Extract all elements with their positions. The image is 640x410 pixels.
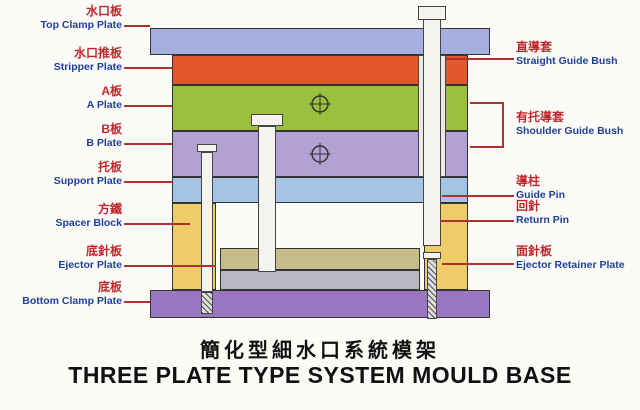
label-top-clamp-plate: 水口板 Top Clamp Plate <box>2 4 122 32</box>
support-plate-shape <box>172 177 468 203</box>
label-cn: 底板 <box>97 280 122 294</box>
label-shoulder-guide-bush: 有托導套 Shoulder Guide Bush <box>516 110 638 138</box>
label-en: A Plate <box>86 99 122 111</box>
label-stripper-plate: 水口推板 Stripper Plate <box>2 46 122 74</box>
label-cn: 導柱 <box>516 174 541 188</box>
label-cn: 有托導套 <box>516 110 565 124</box>
ejector-plate-shape <box>220 270 420 290</box>
label-en: Ejector Plate <box>58 259 122 271</box>
leader-line <box>442 195 514 197</box>
label-en: B Plate <box>86 137 122 149</box>
bracket-vertical-line <box>502 102 504 148</box>
leader-line <box>446 58 514 60</box>
center-pin-shape <box>258 126 276 272</box>
label-spacer-block: 方鐵 Spacer Block <box>2 202 122 230</box>
label-cn: A板 <box>101 84 122 98</box>
leader-line <box>440 220 514 222</box>
guide-pin-shape <box>423 6 441 246</box>
label-en: Top Clamp Plate <box>40 19 122 31</box>
return-pin-shape <box>201 152 213 292</box>
label-bottom-clamp-plate: 底板 Bottom Clamp Plate <box>2 280 122 308</box>
leader-line <box>124 105 172 107</box>
crosshair-mark-icon <box>309 143 331 165</box>
bracket-top-line <box>470 102 504 104</box>
leader-line <box>124 223 190 225</box>
leader-line <box>442 263 514 265</box>
label-cn: 直導套 <box>516 40 553 54</box>
label-cn: B板 <box>101 122 122 136</box>
diagram-title-english: THREE PLATE TYPE SYSTEM MOULD BASE <box>68 362 572 388</box>
label-straight-guide-bush: 直導套 Straight Guide Bush <box>516 40 638 68</box>
ejector-screw-shaft <box>427 259 437 319</box>
guide-pin-head <box>418 6 446 20</box>
center-pin-head <box>251 114 283 126</box>
return-pin-thread <box>201 292 213 314</box>
label-en: Ejector Retainer Plate <box>516 259 625 271</box>
leader-line <box>124 67 172 69</box>
label-cn: 水口推板 <box>73 46 122 60</box>
label-b-plate: B板 B Plate <box>2 122 122 150</box>
ejector-retainer-plate-shape <box>220 248 420 270</box>
label-en: Straight Guide Bush <box>516 55 618 67</box>
label-en: Guide Pin <box>516 189 566 201</box>
return-pin-head <box>197 144 217 152</box>
label-a-plate: A板 A Plate <box>2 84 122 112</box>
leader-line <box>124 25 150 27</box>
label-cn: 回針 <box>516 199 541 213</box>
label-en: Support Plate <box>53 175 122 187</box>
label-cn: 底針板 <box>85 244 122 258</box>
label-en: Spacer Block <box>55 217 122 229</box>
label-en: Return Pin <box>516 214 570 226</box>
label-cn: 水口板 <box>85 4 122 18</box>
diagram-title-chinese: 簡化型細水口系統模架 <box>200 340 440 362</box>
label-en: Shoulder Guide Bush <box>516 125 624 137</box>
label-return-pin: 回針 Return Pin <box>516 199 638 227</box>
label-support-plate: 托板 Support Plate <box>2 160 122 188</box>
crosshair-mark-icon <box>309 93 331 115</box>
leader-line <box>124 301 150 303</box>
label-en: Stripper Plate <box>53 61 122 73</box>
leader-line <box>124 181 172 183</box>
label-cn: 面針板 <box>516 244 553 258</box>
label-cn: 方鐵 <box>97 202 122 216</box>
label-cn: 托板 <box>97 160 122 174</box>
leader-line <box>124 143 172 145</box>
leader-line <box>124 265 216 267</box>
label-en: Bottom Clamp Plate <box>22 295 122 307</box>
bracket-bottom-line <box>470 146 504 148</box>
ejector-screw-head <box>423 252 441 259</box>
label-ejector-retainer-plate: 面針板 Ejector Retainer Plate <box>516 244 638 272</box>
label-ejector-plate: 底針板 Ejector Plate <box>2 244 122 272</box>
label-guide-pin: 導柱 Guide Pin <box>516 174 638 202</box>
